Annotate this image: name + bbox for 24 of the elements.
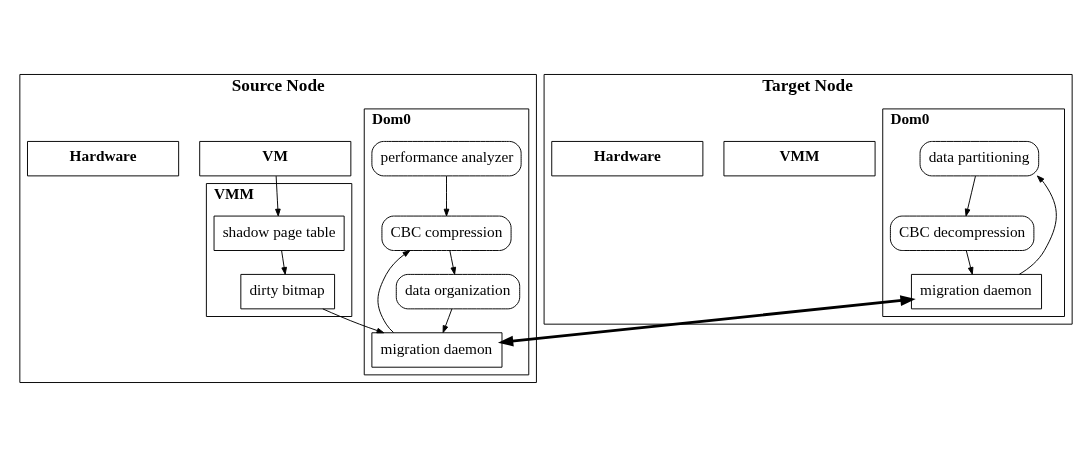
arrow — [322, 308, 385, 334]
node-box: CBC compression — [381, 215, 512, 251]
arrow — [281, 250, 287, 275]
arrow — [275, 175, 281, 217]
arrow — [377, 250, 411, 333]
node-box: VMM — [723, 140, 876, 177]
node-box: CBC decompression — [889, 215, 1035, 251]
arrow — [442, 308, 453, 334]
arrow — [1018, 175, 1057, 275]
arrow — [965, 250, 974, 275]
node-box: migration daemon — [910, 273, 1042, 310]
arrow — [964, 175, 976, 217]
node-box: VM — [199, 140, 352, 177]
node-box: migration daemon — [371, 332, 503, 368]
node-box: Hardware — [27, 140, 180, 177]
node-box: dirty bitmap — [240, 273, 336, 310]
node-box: data organization — [395, 273, 521, 310]
node-box: Hardware — [551, 140, 704, 177]
node-box: shadow page table — [213, 215, 345, 251]
arrow — [443, 175, 450, 217]
node-box: performance analyzer — [371, 140, 522, 177]
arrow — [449, 250, 457, 275]
arrow — [497, 295, 916, 347]
node-box: data partitioning — [919, 140, 1040, 177]
